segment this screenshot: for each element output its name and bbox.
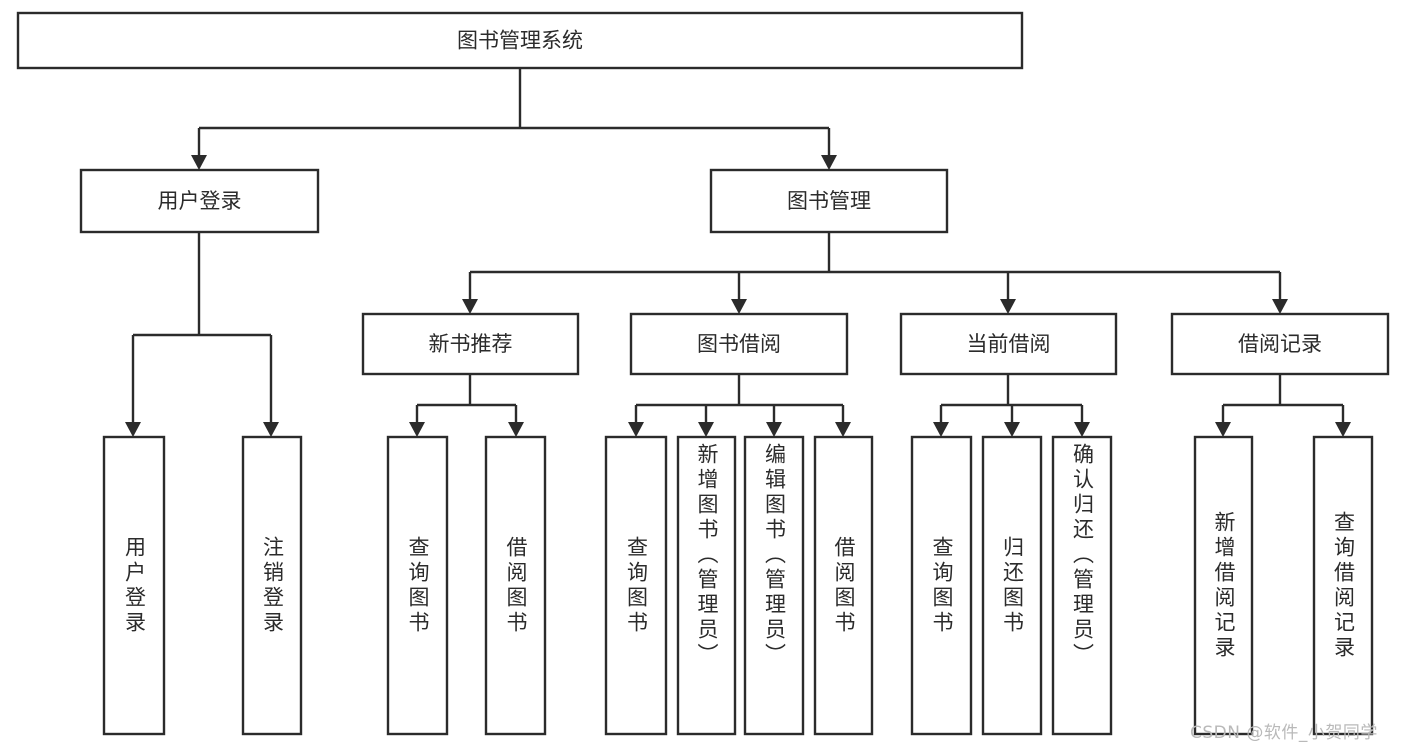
record-arrow-1 bbox=[1335, 422, 1351, 437]
node-level3-1[interactable] bbox=[629, 312, 849, 376]
newbook-arrow-0 bbox=[409, 422, 425, 437]
node-leaf-11[interactable] bbox=[1193, 435, 1254, 736]
node-level3-label-2: 当前借阅 bbox=[967, 332, 1051, 356]
node-leaf-3[interactable] bbox=[484, 435, 547, 736]
node-level3-2[interactable] bbox=[899, 312, 1118, 376]
csdn-watermark: CSDN @软件_小贺同学 bbox=[1190, 723, 1378, 743]
newbook-arrow-1 bbox=[508, 422, 524, 437]
manage-arrow-1 bbox=[731, 299, 747, 314]
node-leaf-4[interactable] bbox=[604, 435, 668, 736]
node-leaf-5[interactable] bbox=[676, 435, 737, 736]
node-boxes-layer bbox=[16, 11, 1390, 736]
node-root-label: 图书管理系统 bbox=[457, 29, 583, 53]
node-level3-3[interactable] bbox=[1170, 312, 1390, 376]
node-level2-1[interactable] bbox=[709, 168, 949, 234]
manage-arrow-3 bbox=[1272, 299, 1288, 314]
manage-arrow-0 bbox=[462, 299, 478, 314]
node-leaf-12[interactable] bbox=[1312, 435, 1374, 736]
node-leaf-0[interactable] bbox=[102, 435, 166, 736]
borrow-arrow-0 bbox=[628, 422, 644, 437]
borrow-arrow-2 bbox=[766, 422, 782, 437]
node-leaf-1[interactable] bbox=[241, 435, 303, 736]
node-leaf-6[interactable] bbox=[743, 435, 805, 736]
node-level3-0[interactable] bbox=[361, 312, 580, 376]
current-arrow-0 bbox=[933, 422, 949, 437]
node-level3-label-3: 借阅记录 bbox=[1238, 332, 1322, 356]
login-arrow-1 bbox=[263, 422, 279, 437]
node-level2-0[interactable] bbox=[79, 168, 320, 234]
node-level3-label-0: 新书推荐 bbox=[429, 332, 513, 356]
login-arrow-0 bbox=[125, 422, 141, 437]
node-root[interactable] bbox=[16, 11, 1024, 70]
node-leaf-2[interactable] bbox=[386, 435, 449, 736]
manage-arrow-2 bbox=[1000, 299, 1016, 314]
node-level3-label-1: 图书借阅 bbox=[697, 332, 781, 356]
connectors-layer bbox=[125, 68, 1351, 437]
node-level2-label-0: 用户登录 bbox=[158, 189, 242, 213]
node-leaf-10[interactable] bbox=[1051, 435, 1113, 736]
current-arrow-1 bbox=[1004, 422, 1020, 437]
borrow-arrow-3 bbox=[835, 422, 851, 437]
root-arrow-0 bbox=[191, 155, 207, 170]
current-arrow-2 bbox=[1074, 422, 1090, 437]
node-leaf-7[interactable] bbox=[813, 435, 874, 736]
node-leaf-9[interactable] bbox=[981, 435, 1043, 736]
root-arrow-1 bbox=[821, 155, 837, 170]
node-level2-label-1: 图书管理 bbox=[787, 189, 871, 213]
node-leaf-8[interactable] bbox=[910, 435, 973, 736]
borrow-arrow-1 bbox=[698, 422, 714, 437]
record-arrow-0 bbox=[1215, 422, 1231, 437]
